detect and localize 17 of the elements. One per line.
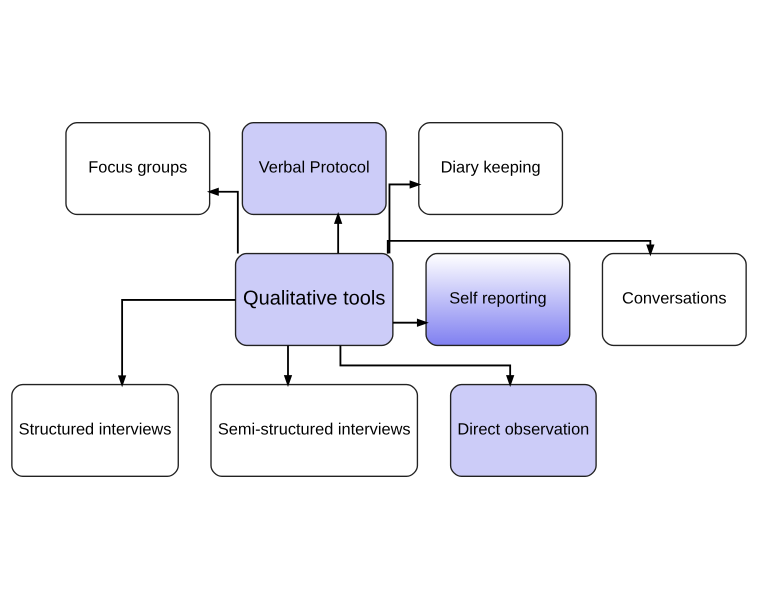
node-box: Conversations — [602, 252, 747, 346]
node-box: Focus groups — [65, 122, 210, 216]
arrow — [340, 346, 514, 387]
arrow — [388, 180, 422, 254]
arrow — [392, 318, 429, 327]
node-box: Qualitative tools — [234, 252, 394, 346]
node-box: Semi-structured interviews — [210, 384, 418, 478]
arrow — [334, 212, 342, 254]
node-box: Self reporting — [425, 252, 570, 346]
node-box: Structured interviews — [11, 384, 179, 478]
arrow — [118, 299, 236, 388]
arrow — [386, 240, 654, 256]
node-box: Diary keeping — [418, 122, 564, 216]
arrow — [206, 188, 239, 254]
arrow — [284, 346, 292, 387]
node-box: Verbal Protocol — [242, 122, 387, 216]
node-box: Direct observation — [450, 384, 597, 478]
